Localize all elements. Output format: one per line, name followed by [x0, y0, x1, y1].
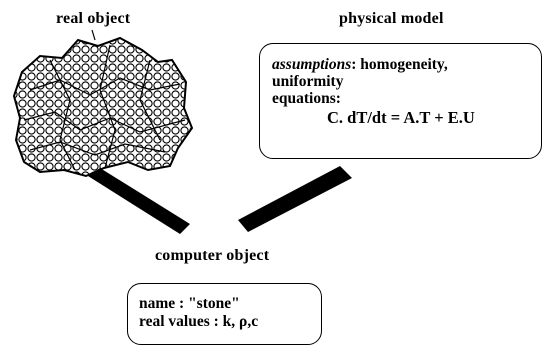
state-equation: C. dT/dt = A.T + E.U: [327, 108, 475, 127]
equations-label: equations:: [272, 90, 341, 107]
object-name-line: name : "stone": [139, 295, 240, 312]
arrow-from-physical-model: [238, 166, 352, 232]
assumptions-continued: uniformity: [272, 73, 344, 90]
computer-object-title: computer object: [155, 247, 270, 264]
physical-model-box: assumptions: homogeneity, uniformity equ…: [259, 43, 542, 159]
real-object-title: real object: [56, 10, 131, 27]
physical-model-title: physical model: [339, 10, 444, 27]
stone-picture: [12, 29, 194, 178]
assumptions-value: : homogeneity,: [351, 56, 448, 73]
assumptions-line: assumptions: homogeneity,: [272, 56, 448, 73]
arrow-from-real-object: [88, 168, 190, 234]
object-values-line: real values : k, ρ,c: [139, 313, 259, 330]
assumptions-label: assumptions: [272, 56, 352, 73]
computer-object-box: name : "stone" real values : k, ρ,c: [127, 283, 322, 345]
